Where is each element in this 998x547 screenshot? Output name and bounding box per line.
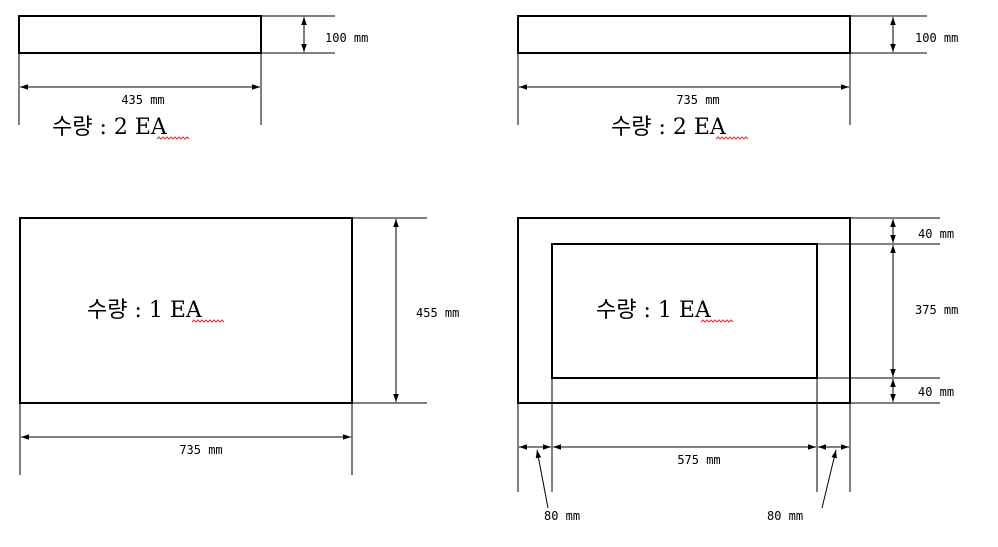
height-label: 100 mm (915, 31, 958, 45)
panel-bottom-left: 455 mm 735 mm 수량 : 1 EA (19, 217, 459, 475)
quantity-unit: EA (170, 298, 203, 323)
panel-bottom-right: 40 mm 375 mm 40 mm 575 mm 80 mm 80 mm 수량… (517, 217, 958, 523)
panel-top-right: 735 mm 100 mm 수량 : 2 EA (517, 15, 958, 140)
spellcheck-underline (191, 319, 225, 323)
board-rect (19, 217, 353, 404)
spellcheck-underline (715, 136, 749, 140)
height-label: 100 mm (325, 31, 368, 45)
width-label: 435 mm (121, 93, 164, 107)
board-rect (517, 15, 851, 54)
quantity-label: 수량 : 1 EA (87, 298, 203, 323)
board-rect (18, 15, 262, 54)
quantity-unit: EA (135, 115, 168, 140)
quantity-label: 수량 : 1 EA (596, 298, 712, 323)
top-margin-label: 40 mm (918, 227, 954, 241)
right-margin-label: 80 mm (767, 509, 803, 523)
quantity-unit: EA (694, 115, 727, 140)
quantity-label: 수량 : 2 EA (52, 115, 168, 140)
inner-cutout-rect (551, 243, 818, 379)
left-margin-label: 80 mm (544, 509, 580, 523)
outer-board-rect (517, 217, 851, 404)
spellcheck-underline (700, 319, 734, 323)
right-margin-leader (821, 449, 837, 509)
width-label: 735 mm (676, 93, 719, 107)
inner-height-label: 375 mm (915, 303, 958, 317)
quantity-unit: EA (679, 298, 712, 323)
spellcheck-underline (156, 136, 190, 140)
left-margin-leader (535, 449, 549, 509)
quantity-label: 수량 : 2 EA (611, 115, 727, 140)
inner-width-label: 575 mm (677, 453, 720, 467)
width-label: 735 mm (179, 443, 222, 457)
height-label: 455 mm (416, 306, 459, 320)
panel-top-left: 435 mm 100 mm 수량 : 2 EA (18, 15, 368, 140)
bottom-margin-label: 40 mm (918, 385, 954, 399)
